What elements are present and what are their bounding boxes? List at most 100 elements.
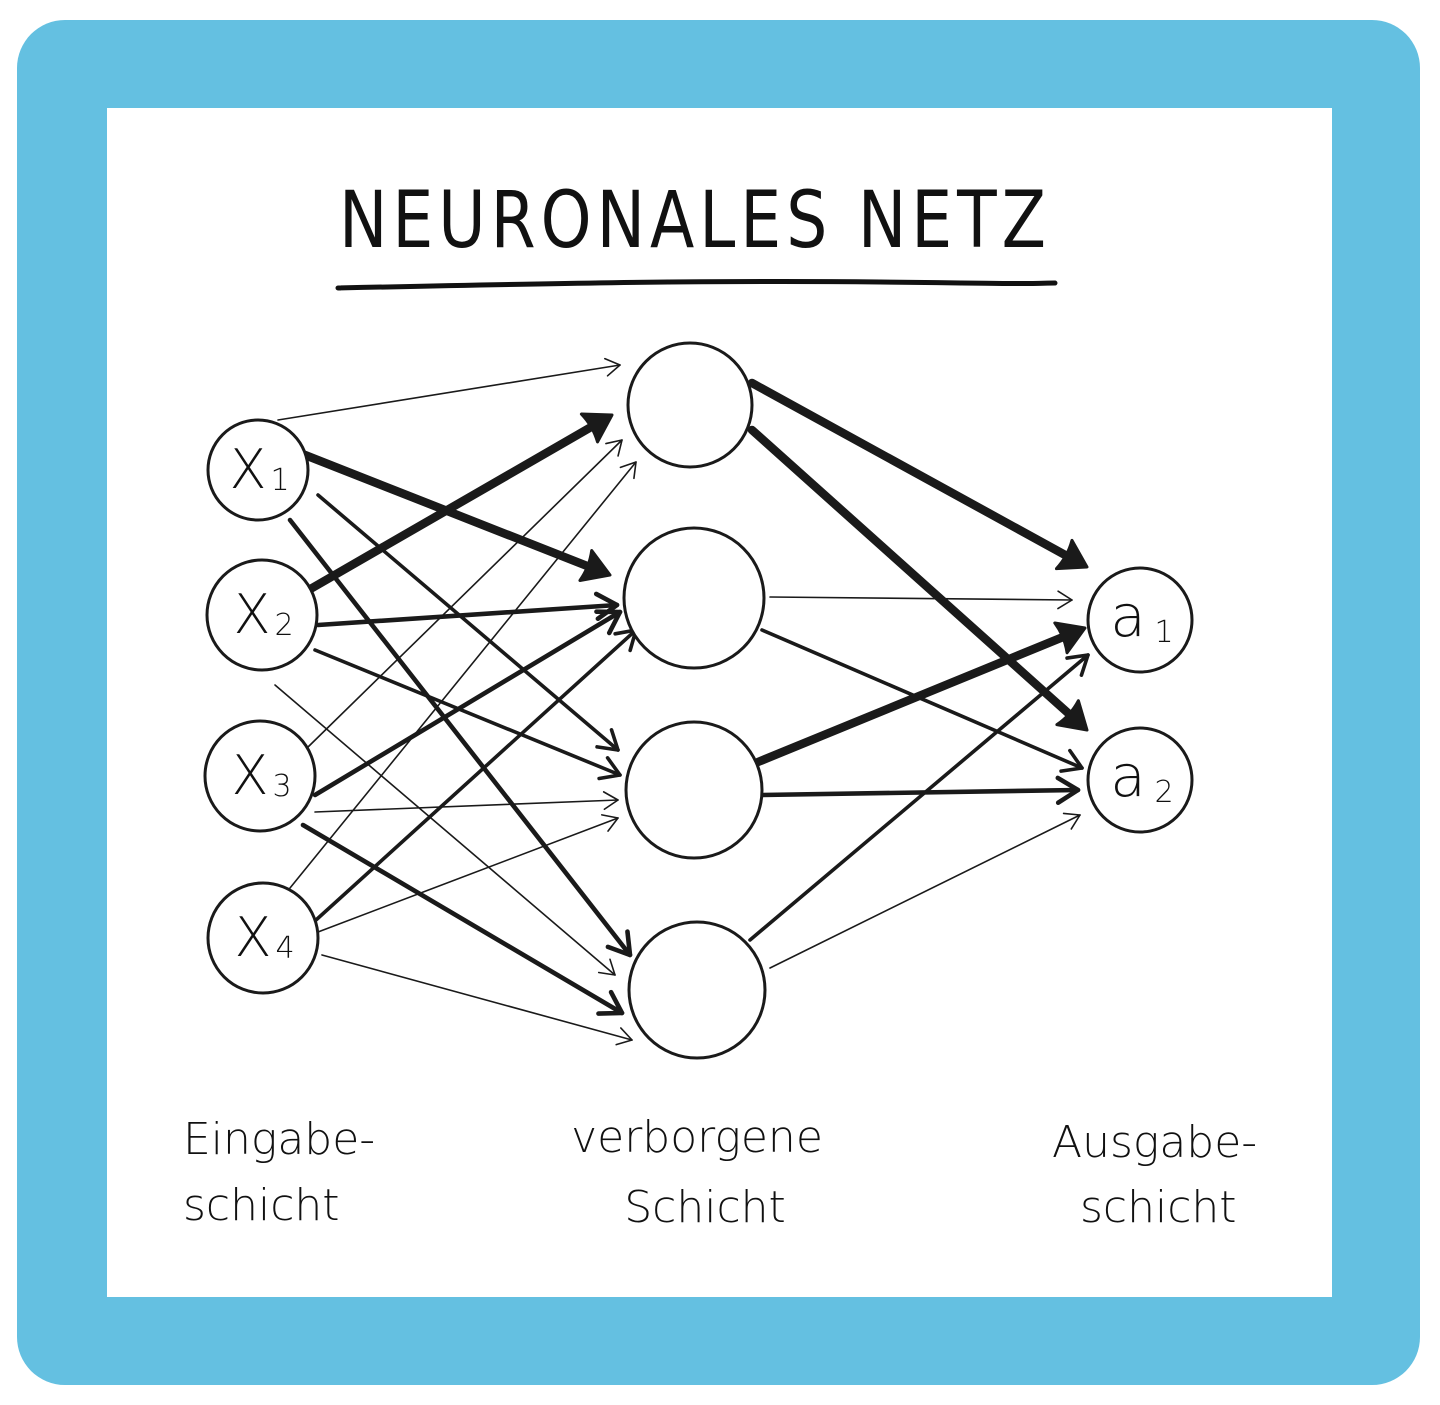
node-label-x2: X <box>234 583 271 646</box>
layer-label-input-line2: schicht <box>183 1180 340 1231</box>
node-label-a1: a <box>1110 582 1146 650</box>
node-circle <box>624 720 764 860</box>
arrowhead-icon <box>603 357 621 377</box>
connection-line <box>289 461 637 889</box>
arrowhead-icon <box>1055 699 1089 732</box>
connection-h1-a2 <box>747 425 1089 732</box>
arrowhead-icon <box>1054 538 1089 571</box>
node-label-a2: a <box>1110 742 1146 810</box>
arrowhead-icon <box>596 989 625 1016</box>
connection-line <box>306 439 623 749</box>
node-h3 <box>624 720 764 860</box>
node-circle <box>205 558 319 672</box>
node-circle <box>627 920 767 1060</box>
node-label-x3: X <box>232 744 269 807</box>
arrowhead-icon <box>615 1027 633 1046</box>
arrowhead-icon <box>578 548 612 582</box>
node-circle <box>206 418 310 522</box>
connection-line <box>317 817 619 933</box>
arrowhead-icon <box>595 728 620 752</box>
connection-x3-h4 <box>300 822 625 1016</box>
connection-line <box>315 602 620 628</box>
connection-line <box>295 419 601 600</box>
diagram-canvas <box>107 108 1332 1297</box>
arrowhead-icon <box>1065 653 1090 677</box>
connection-line <box>316 493 620 752</box>
layer-label-output-line1: Ausgabe- <box>1052 1117 1257 1168</box>
connection-x4-h4 <box>321 954 633 1046</box>
node-subscript-x1: 1 <box>270 463 289 498</box>
arrowhead-icon <box>605 929 633 958</box>
arrowhead-icon <box>619 461 637 480</box>
node-h4 <box>627 920 767 1060</box>
layer-label-input: Eingabe- schicht <box>183 1114 375 1231</box>
layer-label-hidden: verborgene Schicht <box>571 1112 823 1233</box>
node-circle <box>1086 726 1194 834</box>
connection-x1-h4 <box>287 517 633 958</box>
connection-x2-h1 <box>295 412 614 600</box>
connection-x3-h2 <box>312 609 623 798</box>
arrowhead-icon <box>597 756 622 781</box>
arrowhead-icon <box>1059 748 1084 773</box>
connection-line <box>274 684 616 976</box>
arrowhead-icon <box>594 609 623 636</box>
node-subscript-a2: 2 <box>1154 775 1173 810</box>
arrowhead-icon <box>1055 775 1081 806</box>
node-subscript-x4: 4 <box>275 931 294 966</box>
node-circle <box>622 526 766 670</box>
connection-x3-h3 <box>314 791 619 813</box>
node-subscript-x2: 2 <box>274 608 293 643</box>
layer-label-hidden-line2: Schicht <box>624 1182 786 1233</box>
node-circle <box>626 341 754 469</box>
connection-x4-h1 <box>289 461 637 889</box>
connection-line <box>759 787 1081 798</box>
arrowhead-icon <box>1057 590 1073 610</box>
connection-x2-h2 <box>315 591 620 628</box>
node-subscript-a1: 1 <box>1154 615 1173 650</box>
connection-line <box>769 814 1081 969</box>
arrowhead-icon <box>579 412 614 444</box>
arrowhead-icon <box>602 791 619 811</box>
connection-line <box>748 653 1090 942</box>
connection-x1-h1 <box>277 357 621 421</box>
connection-line <box>300 822 625 1016</box>
title-underline <box>335 278 1058 291</box>
node-label-x4: X <box>235 906 272 969</box>
connection-x1-h3 <box>316 493 620 752</box>
connection-line <box>314 799 619 813</box>
arrowhead-icon <box>1062 812 1081 830</box>
connection-h4-a1 <box>748 653 1090 942</box>
connection-h3-a2 <box>759 775 1081 806</box>
connection-line <box>753 630 1073 767</box>
connection-h4-a2 <box>769 812 1081 969</box>
layer-label-input-line1: Eingabe- <box>183 1114 375 1165</box>
connection-line <box>769 596 1073 601</box>
connections-group <box>274 357 1090 1046</box>
connection-line <box>747 378 1076 563</box>
connection-x4-h2 <box>314 628 638 922</box>
layer-label-output-line2: schicht <box>1080 1182 1237 1233</box>
arrowhead-icon <box>597 958 616 976</box>
node-circle <box>203 719 317 833</box>
arrowhead-icon <box>605 439 623 457</box>
node-subscript-x3: 3 <box>272 769 291 804</box>
connection-line <box>747 425 1078 723</box>
arrowhead-icon <box>593 591 620 622</box>
connection-x2-h4 <box>274 684 616 976</box>
connection-h2-a1 <box>769 590 1073 610</box>
layer-label-hidden-line1: verborgene <box>571 1112 823 1163</box>
arrowhead-icon <box>601 814 619 832</box>
arrowhead-icon <box>1053 621 1087 655</box>
connection-line <box>287 517 633 958</box>
connection-x4-h3 <box>317 814 619 933</box>
connection-line <box>321 954 633 1041</box>
connection-line <box>313 648 622 777</box>
